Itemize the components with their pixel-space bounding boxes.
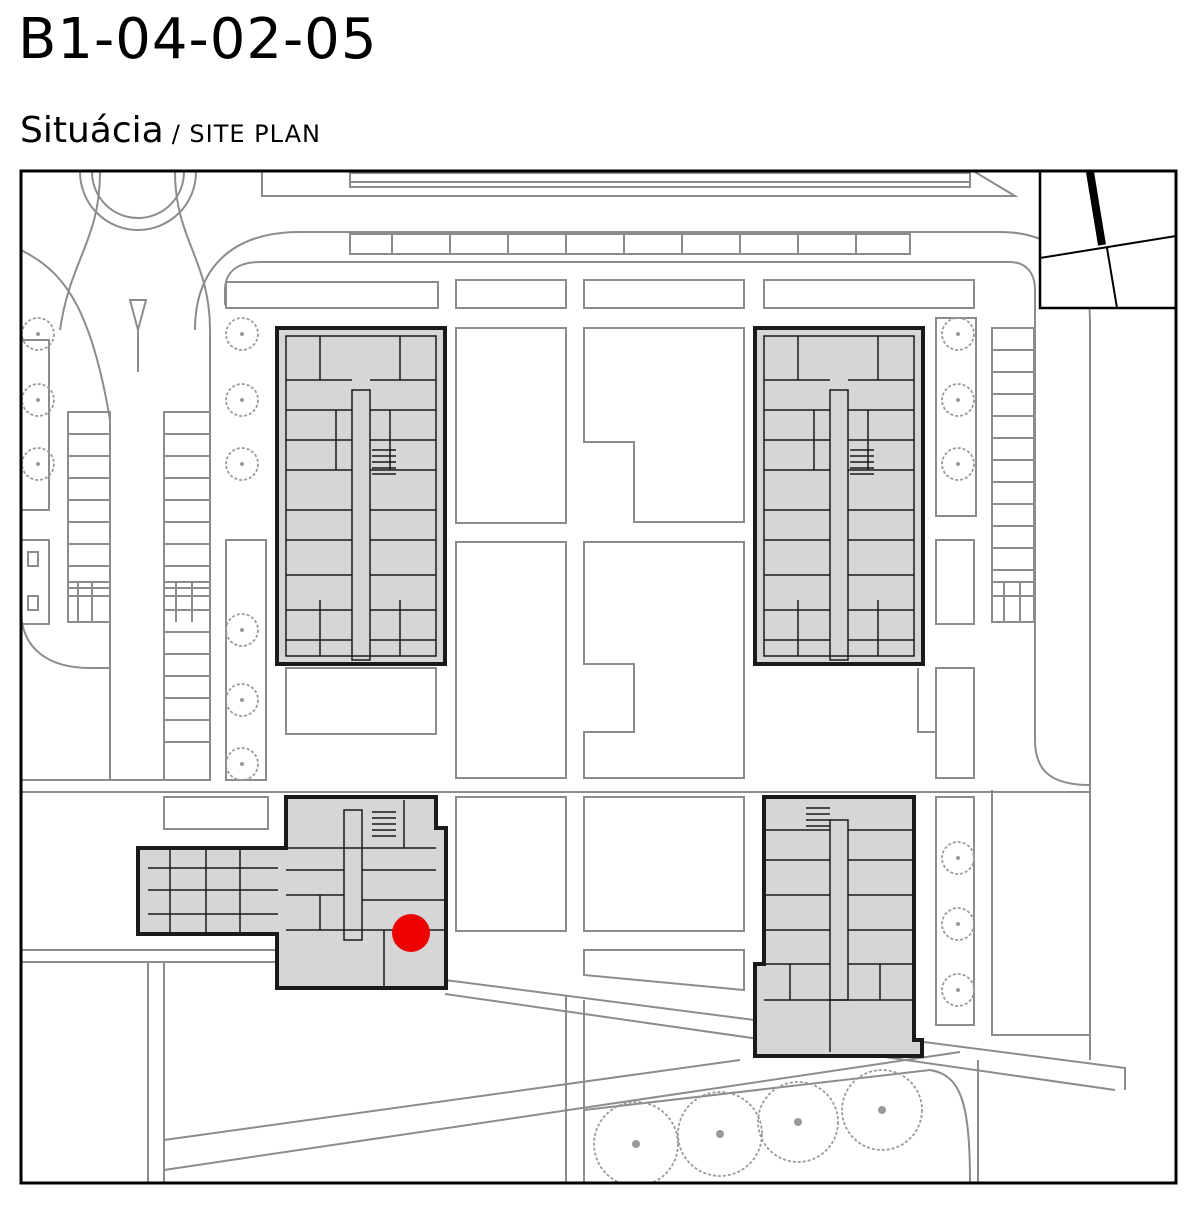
diagonal-paths	[163, 979, 1126, 1183]
plan-title: Situácia	[20, 110, 164, 151]
roundabout	[79, 171, 197, 231]
building-a	[275, 326, 447, 666]
north-arrow-icon	[1038, 169, 1178, 310]
plan-subtitle: / SITE PLAN	[171, 120, 321, 148]
tree-icon	[21, 317, 975, 1183]
building-d	[753, 795, 924, 1058]
top-service-strip	[261, 171, 1019, 197]
location-marker-icon	[392, 914, 430, 952]
plan-heading: Situácia/ SITE PLAN	[20, 110, 321, 151]
site-plan-frame	[19, 169, 1178, 1185]
building-c	[136, 795, 448, 990]
road-edges	[21, 171, 1091, 1183]
building-b	[753, 326, 925, 666]
parking-and-plots	[21, 233, 1090, 1036]
unit-code-title: B1-04-02-05	[18, 7, 378, 72]
